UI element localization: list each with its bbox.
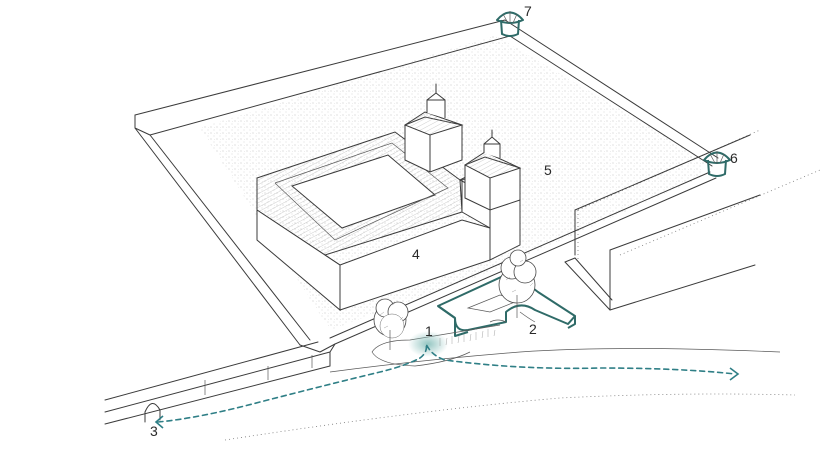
label-6: 6 (730, 150, 738, 166)
label-1: 1 (425, 323, 433, 339)
route-arrow-start (154, 415, 164, 429)
fortress-wall (134, 19, 719, 353)
tree-right (498, 249, 537, 318)
tower-7 (496, 11, 524, 37)
outer-wall (104, 341, 336, 425)
terrain-lines (224, 348, 796, 441)
neighbour-buildings (564, 129, 821, 311)
label-7: 7 (524, 3, 532, 19)
label-3: 3 (150, 423, 158, 439)
castle-tower-north (403, 83, 464, 173)
visitor-route (157, 343, 736, 423)
label-2: 2 (529, 321, 537, 337)
label-4: 4 (412, 246, 420, 262)
label-5: 5 (544, 162, 552, 178)
tower-6 (703, 151, 731, 177)
castle-tower-east (464, 129, 522, 211)
route-arrow-end (729, 367, 740, 381)
tree-left (373, 298, 409, 350)
new-pavilion (437, 271, 576, 337)
